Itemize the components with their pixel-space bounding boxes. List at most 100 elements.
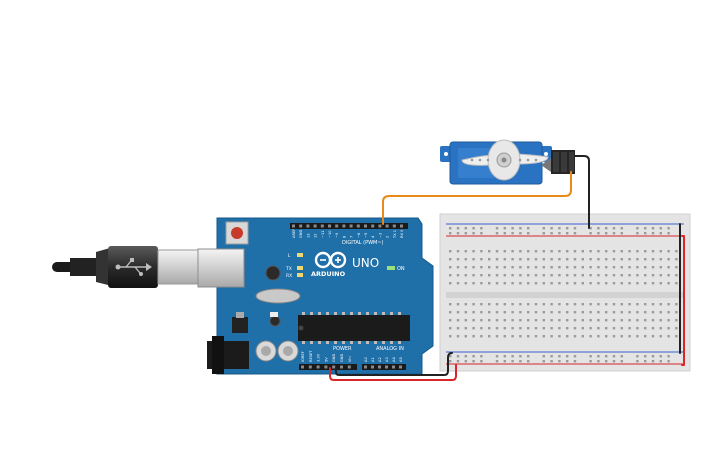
terminal-hole[interactable]: [519, 266, 522, 269]
terminal-hole[interactable]: [456, 258, 460, 261]
terminal-hole[interactable]: [667, 335, 670, 338]
terminal-hole[interactable]: [675, 250, 678, 253]
bottom-header-pins[interactable]: [301, 365, 402, 369]
terminal-hole[interactable]: [620, 250, 623, 253]
terminal-hole[interactable]: [644, 258, 647, 261]
terminal-hole[interactable]: [597, 303, 600, 306]
rail-hole[interactable]: [503, 227, 506, 230]
rail-hole[interactable]: [612, 360, 616, 363]
terminal-hole[interactable]: [589, 250, 592, 253]
terminal-hole[interactable]: [464, 319, 467, 322]
terminal-hole[interactable]: [581, 327, 584, 330]
terminal-hole[interactable]: [550, 311, 553, 314]
terminal-hole[interactable]: [605, 335, 608, 338]
analog-pin-hole[interactable]: [385, 365, 388, 369]
terminal-hole[interactable]: [480, 266, 483, 269]
reset-button[interactable]: [225, 221, 249, 245]
terminal-hole[interactable]: [667, 258, 670, 261]
terminal-hole[interactable]: [542, 319, 545, 322]
terminal-hole[interactable]: [542, 266, 545, 269]
digital-pin-hole[interactable]: [292, 224, 295, 228]
digital-pin-hole[interactable]: [385, 224, 389, 228]
terminal-hole[interactable]: [550, 250, 553, 253]
terminal-hole[interactable]: [519, 311, 522, 314]
terminal-hole[interactable]: [581, 258, 584, 261]
terminal-hole[interactable]: [527, 319, 530, 322]
terminal-hole[interactable]: [449, 258, 452, 261]
terminal-hole[interactable]: [651, 282, 655, 285]
digital-pin-hole[interactable]: [349, 224, 353, 228]
terminal-hole[interactable]: [589, 282, 592, 285]
rail-hole[interactable]: [589, 227, 592, 230]
terminal-hole[interactable]: [636, 266, 639, 269]
wire-power-rail-right[interactable]: [681, 235, 685, 366]
terminal-hole[interactable]: [589, 319, 592, 322]
rail-hole[interactable]: [519, 360, 522, 363]
terminal-hole[interactable]: [480, 250, 483, 253]
rail-hole[interactable]: [550, 232, 553, 235]
rail-hole[interactable]: [573, 355, 577, 358]
terminal-hole[interactable]: [527, 274, 530, 277]
terminal-hole[interactable]: [534, 282, 538, 285]
terminal-hole[interactable]: [495, 266, 499, 269]
terminal-hole[interactable]: [488, 250, 491, 253]
terminal-hole[interactable]: [472, 274, 475, 277]
terminal-hole[interactable]: [605, 250, 608, 253]
terminal-hole[interactable]: [597, 282, 600, 285]
rail-hole[interactable]: [472, 227, 475, 230]
terminal-hole[interactable]: [464, 335, 467, 338]
terminal-hole[interactable]: [612, 282, 616, 285]
terminal-hole[interactable]: [597, 258, 600, 261]
rail-hole[interactable]: [605, 355, 608, 358]
digital-pin-hole[interactable]: [364, 224, 367, 228]
terminal-hole[interactable]: [542, 258, 545, 261]
rail-hole[interactable]: [511, 360, 514, 363]
terminal-hole[interactable]: [503, 266, 506, 269]
terminal-hole[interactable]: [495, 282, 499, 285]
terminal-hole[interactable]: [534, 335, 538, 338]
terminal-hole[interactable]: [550, 303, 553, 306]
terminal-hole[interactable]: [449, 311, 452, 314]
rail-hole[interactable]: [566, 227, 569, 230]
terminal-hole[interactable]: [605, 327, 608, 330]
terminal-hole[interactable]: [534, 319, 538, 322]
terminal-hole[interactable]: [495, 319, 499, 322]
rail-hole[interactable]: [659, 360, 662, 363]
rail-hole[interactable]: [605, 232, 608, 235]
terminal-hole[interactable]: [456, 311, 460, 314]
terminal-hole[interactable]: [597, 335, 600, 338]
terminal-hole[interactable]: [573, 258, 577, 261]
terminal-hole[interactable]: [573, 274, 577, 277]
terminal-hole[interactable]: [495, 303, 499, 306]
terminal-hole[interactable]: [628, 335, 631, 338]
rail-hole[interactable]: [472, 360, 475, 363]
terminal-hole[interactable]: [612, 266, 616, 269]
terminal-hole[interactable]: [472, 266, 475, 269]
terminal-hole[interactable]: [534, 327, 538, 330]
terminal-hole[interactable]: [534, 311, 538, 314]
terminal-hole[interactable]: [503, 274, 506, 277]
rail-hole[interactable]: [464, 227, 467, 230]
terminal-hole[interactable]: [511, 266, 514, 269]
terminal-hole[interactable]: [644, 274, 647, 277]
terminal-hole[interactable]: [488, 266, 491, 269]
terminal-hole[interactable]: [550, 266, 553, 269]
rail-hole[interactable]: [667, 227, 670, 230]
terminal-hole[interactable]: [566, 282, 569, 285]
terminal-hole[interactable]: [620, 327, 623, 330]
terminal-hole[interactable]: [464, 282, 467, 285]
terminal-hole[interactable]: [644, 335, 647, 338]
rail-hole[interactable]: [550, 360, 553, 363]
terminal-hole[interactable]: [612, 319, 616, 322]
terminal-hole[interactable]: [644, 311, 647, 314]
terminal-hole[interactable]: [527, 250, 530, 253]
terminal-hole[interactable]: [675, 319, 678, 322]
rail-hole[interactable]: [636, 360, 639, 363]
terminal-hole[interactable]: [449, 327, 452, 330]
rail-hole[interactable]: [644, 227, 647, 230]
servo-connector[interactable]: [541, 150, 575, 174]
terminal-hole[interactable]: [636, 282, 639, 285]
power-pin-hole[interactable]: [316, 365, 320, 369]
digital-pin-hole[interactable]: [320, 224, 324, 228]
terminal-hole[interactable]: [558, 250, 561, 253]
